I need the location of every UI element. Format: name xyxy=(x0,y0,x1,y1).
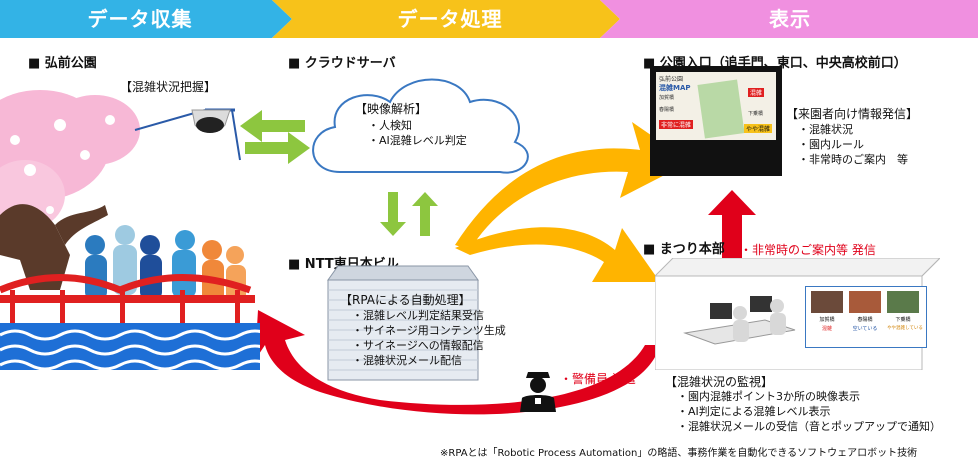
monitor-spot: 春陽橋 xyxy=(857,317,873,323)
orange-arrow-to-entrance xyxy=(455,122,690,250)
signage-park-name: 弘前公園 xyxy=(659,76,684,83)
camera-label: 【混雑状況把握】 xyxy=(120,80,217,94)
green-arrow-right xyxy=(245,132,310,164)
signage-label: 非常に混雑 xyxy=(659,120,694,129)
signage-label: 春陽橋 xyxy=(659,107,675,113)
hq-emergency-label: ・非常時のご案内等 発信 xyxy=(740,243,876,257)
hq-item: ・園内混雑ポイント3か所の映像表示 xyxy=(677,390,860,403)
park-illustration xyxy=(0,90,260,370)
cloud-item: ・人検知 xyxy=(368,119,412,132)
cherry-tree-icon xyxy=(0,90,140,290)
header-step2-chevron xyxy=(272,0,620,38)
park-title: ■ 弘前公園 xyxy=(28,56,97,71)
signage-frame: 弘前公園 混雑MAP 混雑 非常に混雑 やや混雑 春陽橋 下乗橋 加賀橋 xyxy=(650,66,782,176)
red-arrow-hq-to-entrance xyxy=(708,190,756,258)
signage-map-title: 混雑MAP xyxy=(659,84,691,92)
cloud-box-title: 【映像解析】 xyxy=(355,102,428,116)
water-icon xyxy=(0,323,260,370)
orange-arrow-to-hq xyxy=(455,227,660,282)
ntt-item: ・サイネージへの情報配信 xyxy=(352,339,484,352)
monitor-feed xyxy=(811,291,843,313)
header-step1-chevron xyxy=(0,0,292,38)
ntt-item: ・混雑状況メール配信 xyxy=(352,354,462,367)
entrance-box-title: 【来園者向け情報発信】 xyxy=(786,107,919,121)
hq-monitor: 加賀橋 春陽橋 下乗橋 混雑 空いている やや混雑している xyxy=(805,286,927,348)
hq-item: ・AI判定による混雑レベル表示 xyxy=(677,405,831,418)
building-icon xyxy=(327,265,479,381)
monitor-feed xyxy=(849,291,881,313)
monitor-level: やや混雑している xyxy=(887,326,923,331)
header-step3-chevron xyxy=(600,0,978,38)
green-arrow-up xyxy=(412,192,438,236)
entrance-item: ・園内ルール xyxy=(798,138,864,151)
bridge-icon xyxy=(0,274,255,325)
signage-map xyxy=(697,79,745,139)
entrance-item: ・混雑状況 xyxy=(798,123,853,136)
signage-label: 加賀橋 xyxy=(659,95,675,101)
header-step2: データ処理 xyxy=(397,7,503,31)
ntt-box-title: 【RPAによる自動処理】 xyxy=(340,293,471,307)
hq-title: ■ まつり本部 xyxy=(643,242,725,257)
header-band xyxy=(0,0,978,38)
monitor-feed xyxy=(887,291,919,313)
signage-label: 下乗橋 xyxy=(748,111,764,117)
crowd-icon xyxy=(85,225,246,303)
cloud-items: ・人検知 ・AI混雑レベル判定 xyxy=(368,118,467,148)
header-step1: データ収集 xyxy=(87,7,193,31)
operators-icon xyxy=(683,296,796,345)
ntt-item: ・混雑レベル判定結果受信 xyxy=(352,309,484,322)
camera-icon xyxy=(134,108,241,161)
monitor-spot: 加賀橋 xyxy=(819,317,835,323)
entrance-item: ・非常時のご案内 等 xyxy=(798,153,908,166)
guard-icon xyxy=(520,372,556,412)
monitor-level: 空いている xyxy=(852,326,878,332)
signage-screen: 弘前公園 混雑MAP 混雑 非常に混雑 やや混雑 春陽橋 下乗橋 加賀橋 xyxy=(656,72,776,140)
ntt-item: ・サイネージ用コンテンツ生成 xyxy=(352,324,506,337)
header-step3: 表示 xyxy=(769,7,811,31)
cloud-item: ・AI混雑レベル判定 xyxy=(368,134,467,147)
ntt-items: ・混雑レベル判定結果受信 ・サイネージ用コンテンツ生成 ・サイネージへの情報配信… xyxy=(352,308,506,368)
signage-label: 混雑 xyxy=(748,88,765,97)
footnote: ※RPAとは「Robotic Process Automation」の略語、事務… xyxy=(440,448,918,459)
green-arrow-down xyxy=(380,192,406,236)
monitor-level: 混雑 xyxy=(821,326,832,332)
hq-box-title: 【混雑状況の監視】 xyxy=(665,375,774,389)
hq-item: ・混雑状況メールの受信（音とポップアップで通知） xyxy=(677,420,941,433)
hq-items: ・園内混雑ポイント3か所の映像表示 ・AI判定による混雑レベル表示 ・混雑状況メ… xyxy=(677,389,941,434)
signage-label: やや混雑 xyxy=(744,124,773,133)
monitor-spot: 下乗橋 xyxy=(895,317,911,323)
green-arrow-left xyxy=(240,110,305,142)
cloud-icon xyxy=(312,78,529,174)
cloud-title: ■ クラウドサーバ xyxy=(288,56,396,71)
entrance-items: ・混雑状況 ・園内ルール ・非常時のご案内 等 xyxy=(798,122,908,167)
guard-label: ・警備員 派遣 xyxy=(560,372,636,386)
